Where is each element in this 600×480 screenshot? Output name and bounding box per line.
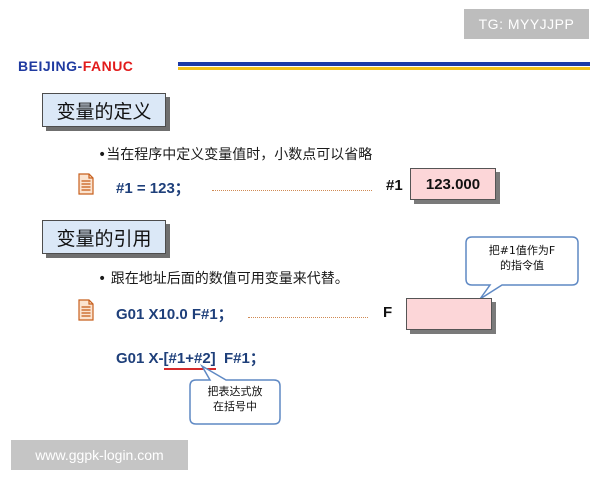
definition-bullet: •当在程序中定义变量值时，小数点可以省略 — [98, 147, 373, 163]
document-note-icon — [78, 299, 94, 321]
callout-bubble-bottom — [189, 363, 281, 425]
reference-code-line1: G01 X10.0 F#1； — [116, 306, 233, 323]
definition-result-label: #1 — [386, 177, 403, 194]
leader-dots — [212, 190, 372, 191]
brand-part1: BEIJING- — [18, 58, 83, 74]
section-reference-title: 变量的引用 — [42, 220, 166, 254]
callout-bottom-line2: 在括号中 — [213, 400, 257, 413]
callout-bottom-line1: 把表达式放 — [207, 385, 263, 398]
callout-bottom-text: 把表达式放 在括号中 — [190, 384, 280, 414]
footer-url-watermark: www.ggpk-login.com — [11, 440, 188, 470]
header-rule-yellow — [178, 67, 590, 70]
brand-part2: FANUC — [82, 58, 134, 74]
definition-result-value: 123.000 — [410, 168, 496, 200]
callout-top-text: 把#1值作为F 的指令值 — [466, 243, 578, 273]
reference-result-label: F — [383, 304, 393, 321]
reference-code-line2: G01 X-[#1+#2] F#1； — [116, 347, 265, 370]
callout-bubble-top — [465, 236, 579, 300]
leader-dots — [248, 317, 368, 318]
brand-logo: BEIJING-FANUC — [18, 58, 133, 74]
callout-top-line2: 的指令值 — [500, 259, 544, 272]
code2-bracket-expression: [#1+#2] — [163, 350, 216, 370]
code2-suffix: F#1； — [215, 350, 265, 367]
code2-prefix: G01 X- — [116, 350, 164, 367]
watermark-tag: TG: MYYJJPP — [464, 9, 589, 39]
definition-code: #1 = 123； — [116, 180, 190, 197]
reference-result-value — [406, 298, 492, 330]
section-definition-title: 变量的定义 — [42, 93, 166, 127]
reference-bullet: • 跟在地址后面的数值可用变量来代替。 — [98, 271, 349, 287]
callout-top-line1: 把#1值作为F — [488, 244, 556, 257]
document-note-icon — [78, 173, 94, 195]
header-rule-blue — [178, 62, 590, 66]
